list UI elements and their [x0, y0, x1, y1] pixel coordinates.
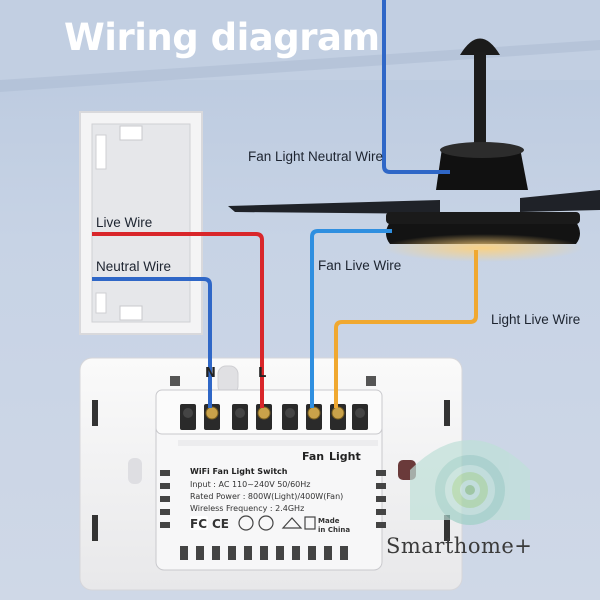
neutral-wire: [92, 277, 212, 408]
light-live-wire: [334, 250, 478, 408]
device-rated-power: Rated Power : 800W(Light)/400W(Fan): [190, 492, 344, 501]
fan-light-neutral-wire: [382, 0, 450, 174]
terminal-light: [330, 404, 346, 430]
device-input: Input : AC 110~240V 50/60Hz: [190, 480, 311, 489]
terminal-fan: [306, 404, 322, 430]
terminal-blank-1: [232, 404, 248, 430]
terminal-label-l: L: [258, 366, 267, 381]
watermark-logo: [410, 440, 530, 525]
live-wire: [92, 232, 264, 408]
fan-live-wire-label: Fan Live Wire: [318, 258, 402, 273]
wires: [92, 0, 478, 408]
terminal-l: [256, 404, 272, 430]
terminal-blank-2: [282, 404, 298, 430]
made-in-china-line2: in China: [318, 526, 351, 534]
svg-text:CE: CE: [212, 517, 229, 531]
certification-icons: FC CE: [190, 515, 316, 531]
terminal-n: [204, 404, 220, 430]
ceiling-shadow: [0, 40, 600, 92]
fan-live-wire: [310, 229, 392, 408]
device-wireless: Wireless Frequency : 2.4GHz: [190, 504, 305, 513]
electrical-box: [79, 111, 203, 335]
live-wire-label: Live Wire: [96, 215, 153, 230]
terminal-label-light: Light: [329, 450, 361, 463]
terminal-blank-3: [352, 404, 368, 430]
device-name: WiFi Fan Light Switch: [190, 467, 288, 476]
watermark-text: Smarthome+: [386, 534, 533, 558]
made-in-china-line1: Made: [318, 517, 340, 525]
light-live-wire-label: Light Live Wire: [491, 312, 581, 327]
svg-text:FC: FC: [190, 517, 207, 531]
neutral-wire-label: Neutral Wire: [96, 259, 172, 274]
terminal-label-n: N: [205, 366, 216, 381]
fan-light-neutral-wire-label: Fan Light Neutral Wire: [248, 149, 384, 164]
page-title: Wiring diagram: [64, 16, 380, 59]
terminal-screws: [180, 404, 368, 430]
terminal-label-fan: Fan: [302, 450, 325, 463]
